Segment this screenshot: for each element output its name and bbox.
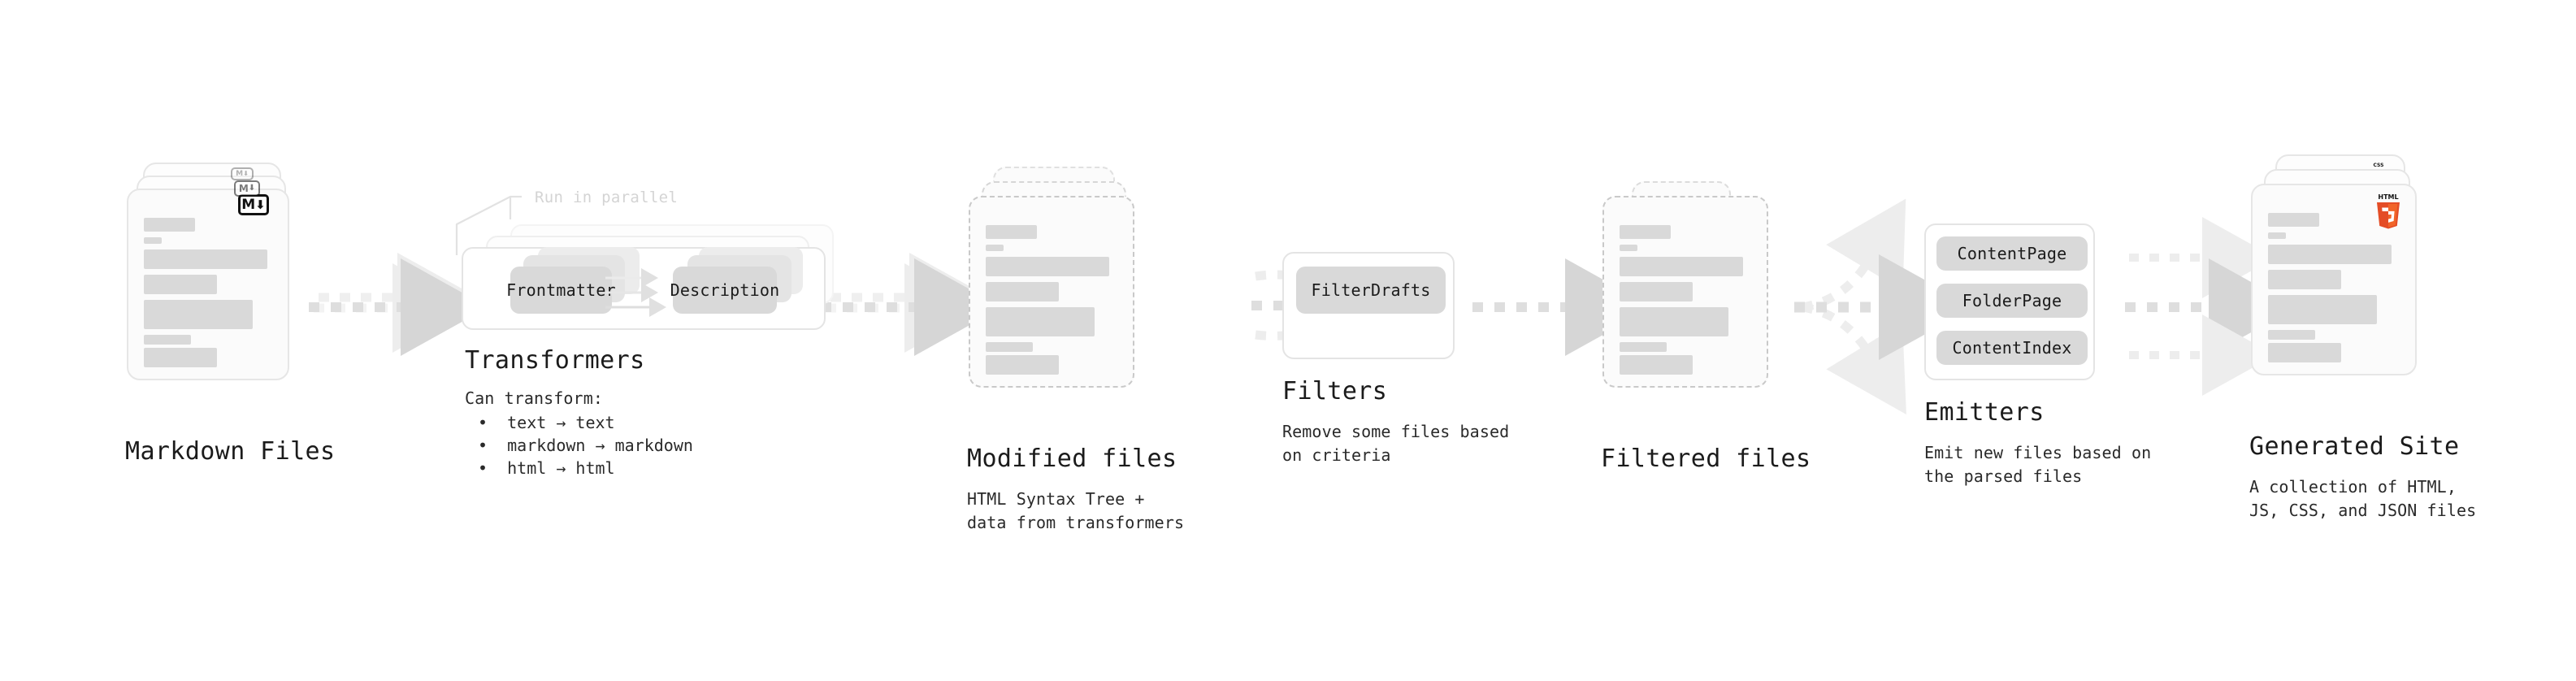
skeleton-bar — [1620, 257, 1743, 276]
emitters-subtitle: Emit new files based on the parsed files — [1924, 443, 2152, 486]
markdown-logo-ghost-m: M — [238, 183, 249, 194]
stage-generated-site: CSS HTML Generated Site A col — [2243, 154, 2519, 523]
skeleton-bar — [986, 355, 1059, 375]
modified-file-stack — [959, 167, 1170, 427]
transformers-bullet-item: • markdown → markdown — [478, 434, 693, 457]
transformers-subtitle: Can transform: — [465, 388, 603, 408]
skeleton-bar — [986, 342, 1033, 352]
generated-site-stack: CSS HTML — [2243, 154, 2462, 414]
transformers-bullet-item: • text → text — [478, 411, 693, 434]
svg-text:HTML: HTML — [2378, 193, 2398, 201]
transformer-pill-description[interactable]: Description — [670, 267, 779, 314]
skeleton-bar — [1620, 282, 1693, 301]
transformer-pill-frontmatter[interactable]: Frontmatter — [506, 267, 616, 314]
filters-box: FilterDrafts — [1282, 252, 1455, 359]
html5-logo-icon: HTML — [2377, 193, 2400, 229]
skeleton-bar — [986, 257, 1109, 276]
bullet-dot: • — [478, 458, 498, 478]
stage-title-transformers: Transformers — [465, 346, 645, 375]
transformers-bullet-item: • html → html — [478, 457, 693, 479]
markdown-logo-ghost2-arrow: ⬇ — [243, 170, 249, 177]
skeleton-bar — [2268, 245, 2392, 264]
markdown-logo-arrow: ⬇ — [255, 197, 266, 212]
skeleton-bar — [2268, 213, 2319, 227]
modified-file-front — [969, 196, 1134, 388]
bullet-text: markdown → markdown — [507, 436, 693, 455]
skeleton-bar — [144, 237, 162, 244]
skeleton-bar — [986, 225, 1037, 239]
generated-site-subtitle: A collection of HTML, JS, CSS, and JSON … — [2249, 477, 2477, 520]
modified-files-subtitle: HTML Syntax Tree + data from transformer… — [967, 489, 1185, 532]
skeleton-bar — [1620, 225, 1671, 239]
stage-emitters: ContentPage FolderPage ContentIndex Emit… — [1924, 223, 2201, 488]
css-badge-label: CSS — [2373, 163, 2384, 168]
skeleton-bar — [1620, 342, 1667, 352]
skeleton-bar — [2268, 232, 2286, 239]
skeleton-bar — [144, 218, 195, 232]
stage-title-modified-files: Modified files — [967, 445, 1177, 473]
filtered-file-stack — [1593, 167, 1804, 427]
skeleton-bar — [986, 245, 1004, 251]
skeleton-bar — [144, 249, 267, 269]
transformer-inner-arrows — [605, 268, 666, 317]
stage-modified-files: Modified files HTML Syntax Tree + data f… — [959, 167, 1227, 535]
stage-title-filtered-files: Filtered files — [1601, 445, 1811, 473]
stage-title-markdown-files: Markdown Files — [125, 437, 336, 466]
markdown-logo-icon: M ⬇ — [238, 194, 269, 215]
markdown-logo-ghost-mid: M ⬇ — [234, 180, 260, 197]
filtered-file-front — [1602, 196, 1768, 388]
skeleton-bar — [1620, 307, 1728, 336]
skeleton-bar — [144, 275, 217, 294]
skeleton-bar — [144, 348, 217, 367]
emitter-pill-contentpage[interactable]: ContentPage — [1936, 236, 2088, 271]
skeleton-bar — [2268, 270, 2341, 289]
stage-title-filters: Filters — [1282, 377, 1388, 406]
stage-title-generated-site: Generated Site — [2249, 432, 2460, 461]
skeleton-bar — [986, 307, 1095, 336]
markdown-logo-ghost2-m: M — [236, 169, 243, 178]
stage-filters: FilterDrafts Filters Remove some files b… — [1282, 252, 1550, 467]
bullet-text: html → html — [507, 458, 615, 478]
stage-filtered-files: Filtered files — [1593, 167, 1861, 473]
skeleton-bar — [1620, 245, 1637, 251]
skeleton-bar — [144, 300, 253, 329]
filter-pill-filterdrafts[interactable]: FilterDrafts — [1296, 267, 1446, 314]
skeleton-bar — [144, 335, 191, 345]
markdown-file-front — [127, 189, 289, 380]
run-in-parallel-bracket — [455, 195, 522, 255]
bullet-dot: • — [478, 436, 498, 455]
stage-markdown-files: M ⬇ M ⬇ M ⬇ Markdown Files — [114, 163, 382, 466]
skeleton-bar — [2268, 295, 2377, 324]
emitter-pill-folderpage[interactable]: FolderPage — [1936, 284, 2088, 318]
emitters-box: ContentPage FolderPage ContentIndex — [1924, 223, 2095, 380]
markdown-file-stack: M ⬇ M ⬇ M ⬇ — [114, 163, 325, 423]
bullet-text: text → text — [507, 413, 615, 432]
transformers-bullet-list: • text → text • markdown → markdown • ht… — [478, 411, 693, 479]
run-in-parallel-label: Run in parallel — [535, 189, 679, 206]
markdown-logo-ghost-arrow: ⬇ — [248, 184, 256, 193]
skeleton-bar — [986, 282, 1059, 301]
skeleton-bar — [2268, 330, 2315, 340]
emitter-pill-contentindex[interactable]: ContentIndex — [1936, 331, 2088, 365]
markdown-logo-ghost-back: M ⬇ — [231, 167, 254, 180]
skeleton-bar — [1620, 355, 1693, 375]
connector-transformers-to-modified — [821, 253, 1002, 356]
filters-subtitle: Remove some files based on criteria — [1282, 422, 1510, 465]
stage-title-emitters: Emitters — [1924, 398, 2045, 427]
bullet-dot: • — [478, 413, 498, 432]
markdown-logo-m: M — [241, 196, 255, 213]
skeleton-bar — [2268, 343, 2341, 362]
